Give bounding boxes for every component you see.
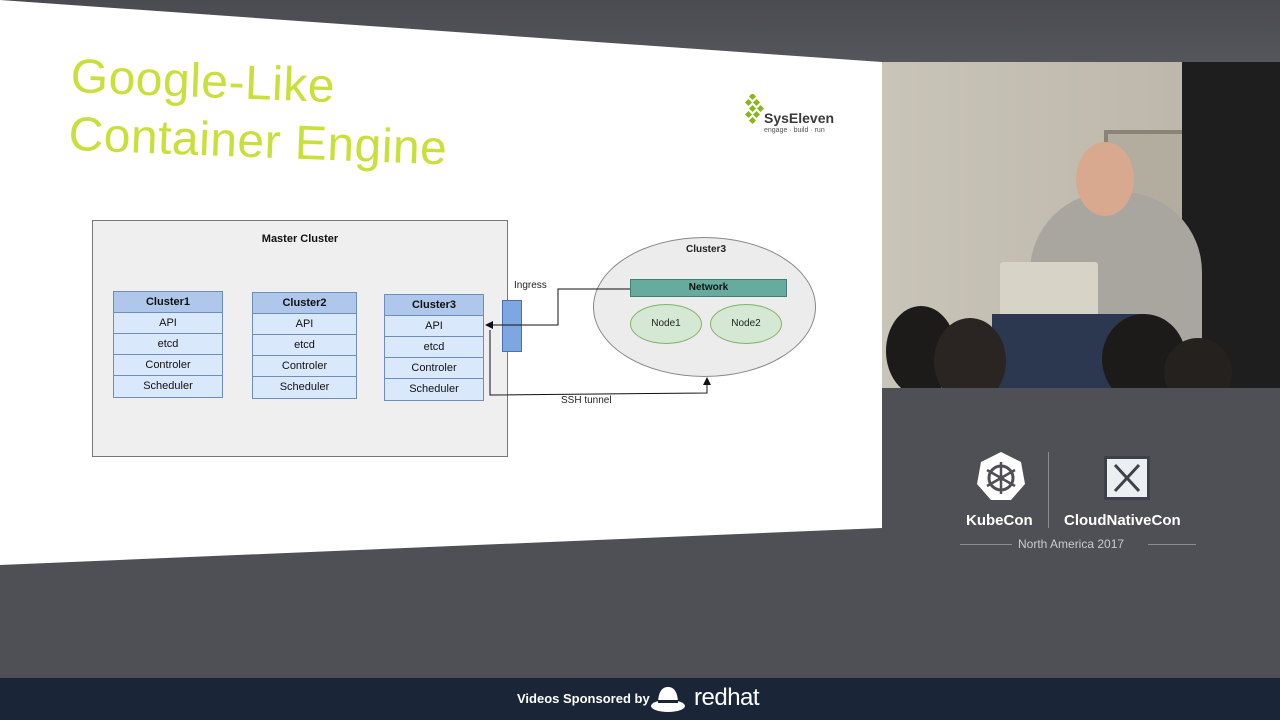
- cluster-2-api: API: [253, 314, 356, 335]
- syseleven-logo: SysEleven engage · build · run: [744, 94, 834, 138]
- ingress-box: [502, 300, 522, 352]
- network-bar: Network: [630, 279, 787, 297]
- cluster-3-header: Cluster3: [385, 295, 483, 316]
- redhat-logo-text: redhat: [694, 684, 760, 711]
- speaker-video: [882, 62, 1280, 388]
- cluster-1-controller: Controler: [114, 355, 222, 376]
- sponsor-footer: Videos Sponsored by redhat: [0, 678, 1280, 720]
- master-cluster-title: Master Cluster: [261, 233, 339, 245]
- cluster-2-header: Cluster2: [253, 293, 356, 314]
- cluster-3-controller: Controler: [385, 358, 483, 379]
- cluster-2-scheduler: Scheduler: [253, 377, 356, 398]
- cloudnativecon-label: CloudNativeCon: [1064, 512, 1181, 529]
- cluster-1-api: API: [114, 313, 222, 334]
- ssh-tunnel-label: SSH tunnel: [561, 395, 612, 406]
- remote-cluster-title: Cluster3: [686, 244, 727, 255]
- sponsored-by-label: Videos Sponsored by: [517, 691, 650, 706]
- node-2: Node2: [710, 304, 782, 344]
- logo-tagline: engage · build · run: [764, 127, 825, 134]
- node-1: Node1: [630, 304, 702, 344]
- conference-branding: KubeCon CloudNativeCon North America 201…: [882, 388, 1280, 678]
- redhat-hat-icon: [651, 687, 685, 712]
- event-rule-left: [960, 544, 1012, 545]
- cluster-3-stack: Cluster3 API etcd Controler Scheduler: [384, 294, 484, 401]
- cluster-3-etcd: etcd: [385, 337, 483, 358]
- slide-title: Google-Like Container Engine: [68, 48, 451, 178]
- logo-name: SysEleven: [764, 110, 835, 126]
- ingress-label: Ingress: [514, 280, 547, 291]
- cluster-2-controller: Controler: [253, 356, 356, 377]
- cluster-1-etcd: etcd: [114, 334, 222, 355]
- event-rule-right: [1148, 544, 1196, 545]
- cluster-3-api: API: [385, 316, 483, 337]
- remote-cluster-ellipse: [593, 237, 816, 377]
- cluster-2-etcd: etcd: [253, 335, 356, 356]
- branding-divider: [1048, 452, 1049, 528]
- cluster-3-scheduler: Scheduler: [385, 379, 483, 400]
- syseleven-logo-icon: [744, 94, 765, 124]
- presentation-slide: Google-Like Container Engine SysEleven e…: [0, 0, 882, 565]
- kubecon-label: KubeCon: [966, 512, 1033, 529]
- cluster-1-stack: Cluster1 API etcd Controler Scheduler: [113, 291, 223, 398]
- cluster-1-header: Cluster1: [114, 292, 222, 313]
- cluster-2-stack: Cluster2 API etcd Controler Scheduler: [252, 292, 357, 399]
- kubernetes-helm-icon: [977, 452, 1025, 500]
- cluster-1-scheduler: Scheduler: [114, 376, 222, 397]
- event-name: North America 2017: [1018, 537, 1125, 551]
- cloudnative-icon: [1104, 456, 1150, 500]
